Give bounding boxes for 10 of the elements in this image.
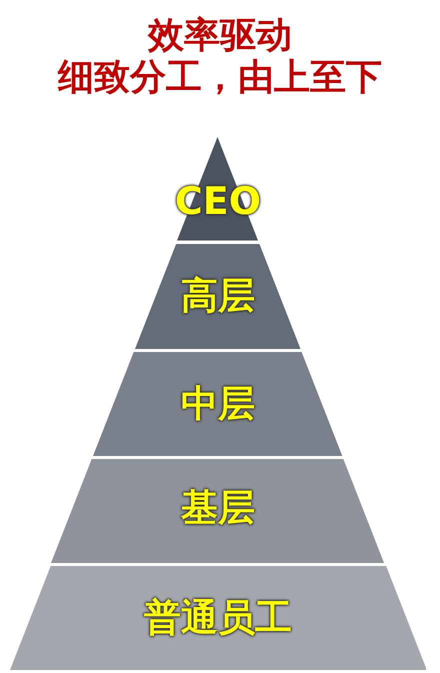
tier-label: 高层 xyxy=(180,275,255,317)
heading: 效率驱动 xyxy=(148,16,292,56)
tier-label: 普通员工 xyxy=(144,596,292,638)
subheading: 细致分工，由上至下 xyxy=(58,58,382,98)
tier-label: 中层 xyxy=(180,382,255,424)
pyramid-tier xyxy=(93,352,343,456)
tier-label: 基层 xyxy=(180,487,255,530)
pyramid-tier xyxy=(51,458,385,562)
pyramid-tier xyxy=(10,566,426,670)
pyramid-tier xyxy=(135,244,301,348)
